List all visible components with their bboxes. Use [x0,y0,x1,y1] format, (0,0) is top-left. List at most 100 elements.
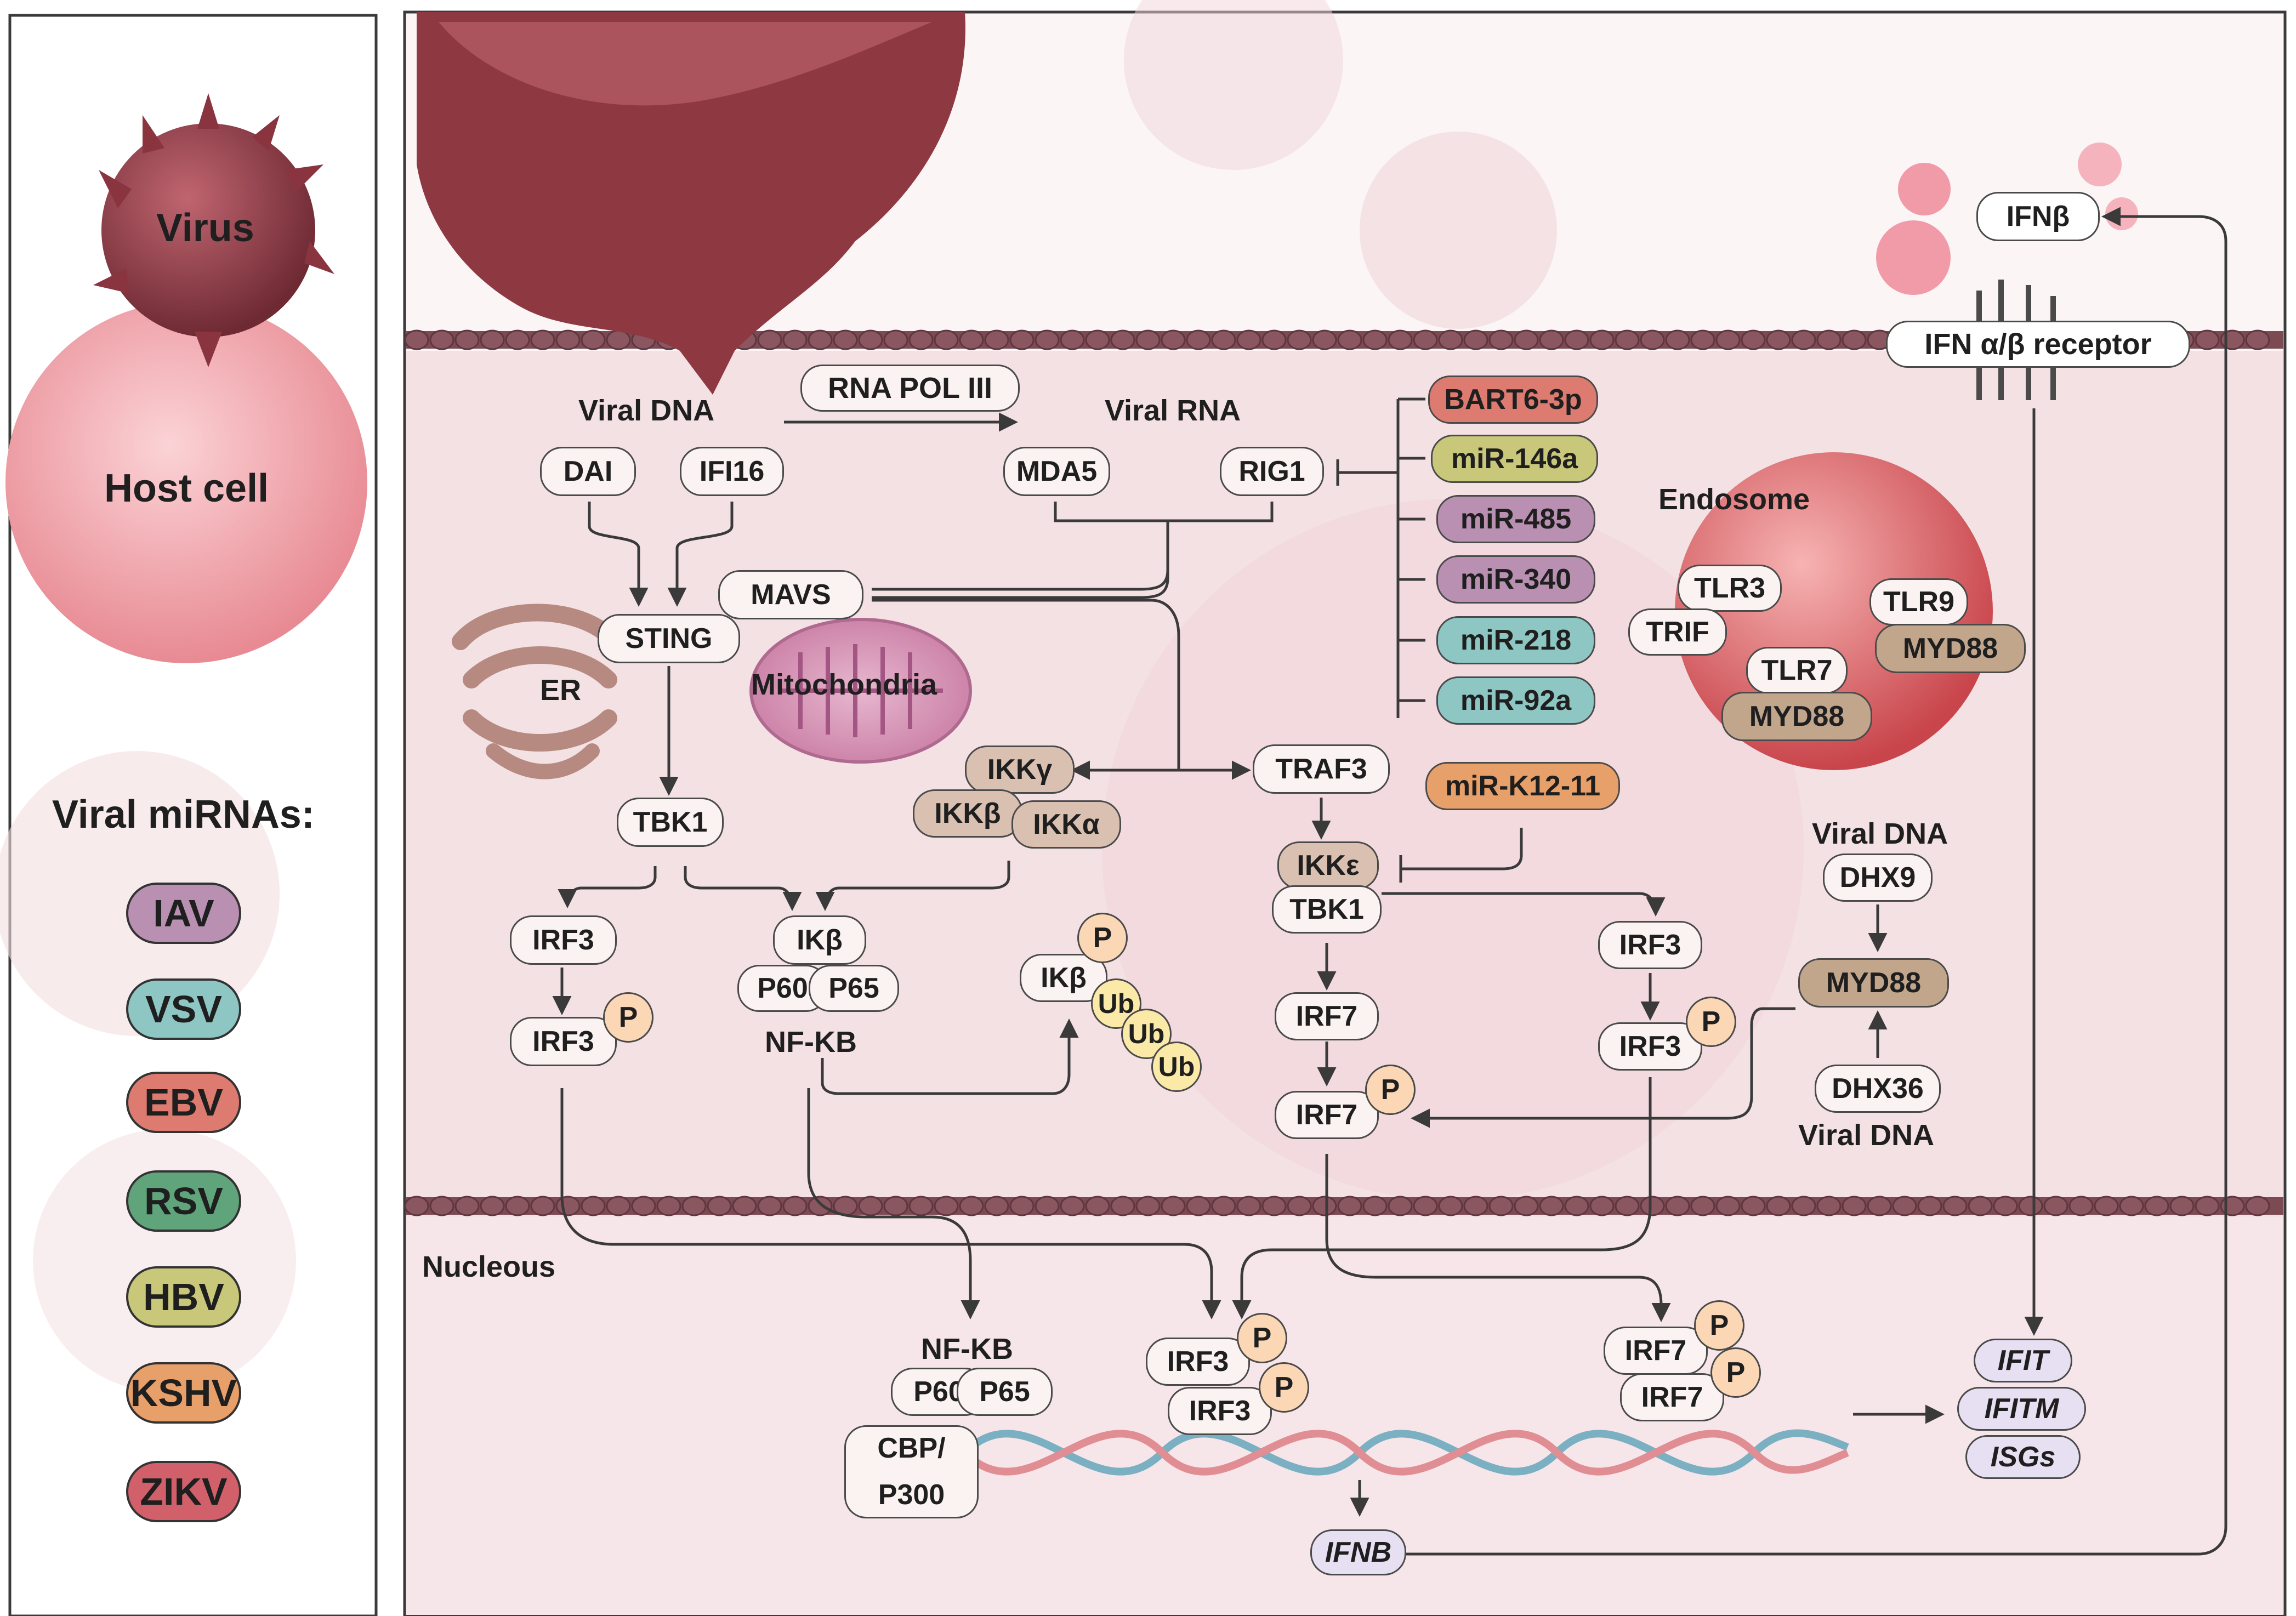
membrane-bead [1463,329,1488,350]
trif-node: TRIF [1628,608,1727,656]
membrane-bead [1009,329,1035,350]
membrane-bead [1564,1196,1589,1216]
ikk-alpha-node: IKKα [1011,800,1121,849]
membrane-bead [984,1196,1009,1216]
membrane-bead [2043,1196,2068,1216]
membrane-bead [454,1196,480,1216]
membrane-bead [404,1196,429,1216]
membrane-bead [1413,329,1438,350]
membrane-bead [2144,1196,2169,1216]
membrane-bead [1110,329,1135,350]
membrane-bead [1816,329,1842,350]
membrane-bead [1085,329,1110,350]
membrane-bead [1060,1196,1085,1216]
viral-dna-3-label: Viral DNA [1798,1119,1935,1152]
membrane-bead [1110,1196,1135,1216]
tbk1-node: TBK1 [617,798,724,847]
er-label: ER [540,674,582,707]
legend-panel [0,14,378,1616]
ikk-beta-node: IKKβ [913,789,1022,838]
membrane-bead [1362,1196,1388,1216]
membrane-bead [959,1196,984,1216]
phospho-irf3-d: P [1686,997,1736,1047]
membrane-bead [757,1196,782,1216]
viral-rna-label: Viral RNA [1105,394,1241,427]
membrane-bead [1135,329,1161,350]
membrane-bead [656,1196,681,1216]
membrane-bead [1589,329,1615,350]
membrane-bead [1388,1196,1413,1216]
membrane-bead [858,1196,883,1216]
dhx9-node: DHX9 [1823,853,1933,902]
membrane-bead [1312,1196,1337,1216]
tlr7-node: TLR7 [1746,647,1848,694]
membrane-bead [1312,329,1337,350]
membrane-bead [606,329,631,350]
membrane-bead [732,1196,757,1216]
mirna-146a: miR-146a [1431,435,1598,483]
membrane-bead [1135,1196,1161,1216]
mitochondria-illustration [749,618,972,764]
mda5-node: MDA5 [1003,447,1110,496]
p65-node: P65 [809,965,899,1012]
dai-node: DAI [540,447,636,496]
ifit-gene: IFIT [1974,1339,2072,1382]
membrane-bead [1741,1196,1766,1216]
membrane-bead [2195,329,2220,350]
membrane-bead [1766,329,1791,350]
membrane-bead [505,1196,530,1216]
membrane-bead [1942,1196,1968,1216]
phospho-irf7-n1: P [1694,1300,1744,1351]
membrane-bead [1161,329,1186,350]
membrane-bead [2018,1196,2043,1216]
mirna-bart6-3p: BART6-3p [1428,375,1598,424]
membrane-bead [1791,329,1816,350]
host-cell-label: Host cell [104,466,269,510]
membrane-bead [2119,1196,2144,1216]
mirna-k12-11: miR-K12-11 [1425,762,1620,810]
phospho-irf7-b: P [1365,1065,1416,1115]
membrane-bead [1715,1196,1741,1216]
ikk-gamma-node: IKKγ [965,746,1075,794]
mavs-node: MAVS [718,570,863,619]
legend-iav: IAV [126,883,241,944]
nucleus-label: Nucleous [422,1250,556,1283]
ikk-epsilon-node: IKKε [1277,841,1379,890]
membrane-bead [934,1196,959,1216]
membrane-bead [1968,1196,1993,1216]
viral-dna-2-label: Viral DNA [1812,817,1948,850]
membrane-bead [2220,1196,2245,1216]
ubiquitin-3: Ub [1151,1042,1202,1092]
irf7-b-node: IRF7 [1275,1091,1379,1139]
membrane-bead [1438,329,1463,350]
irf3-n1-node: IRF3 [1146,1338,1250,1386]
endosome-label: Endosome [1658,483,1810,516]
membrane-bead [1640,1196,1665,1216]
membrane-bead [1892,1196,1917,1216]
membrane-bead [1287,329,1312,350]
viral-dna-label: Viral DNA [578,394,715,427]
membrane-bead [1715,329,1741,350]
legend-vsv: VSV [126,978,241,1040]
membrane-bead [505,329,530,350]
membrane-bead [530,329,555,350]
sting-node: STING [598,614,740,663]
irf7-a-node: IRF7 [1275,992,1379,1040]
membrane-bead [1589,1196,1615,1216]
membrane-bead [1261,1196,1287,1216]
membrane-bead [1539,1196,1564,1216]
membrane-bead [1161,1196,1186,1216]
membrane-bead [606,1196,631,1216]
mirna-218: miR-218 [1436,616,1595,664]
ifnb-protein-node: IFNβ [1976,192,2100,241]
membrane-bead [782,329,808,350]
mirna-340: miR-340 [1436,555,1595,604]
membrane-bead [555,1196,581,1216]
membrane-bead [1791,1196,1816,1216]
membrane-bead [1211,1196,1236,1216]
membrane-bead [908,1196,934,1216]
membrane-bead [404,329,429,350]
membrane-bead [429,329,454,350]
membrane-bead [1035,1196,1060,1216]
membrane-bead [883,1196,908,1216]
